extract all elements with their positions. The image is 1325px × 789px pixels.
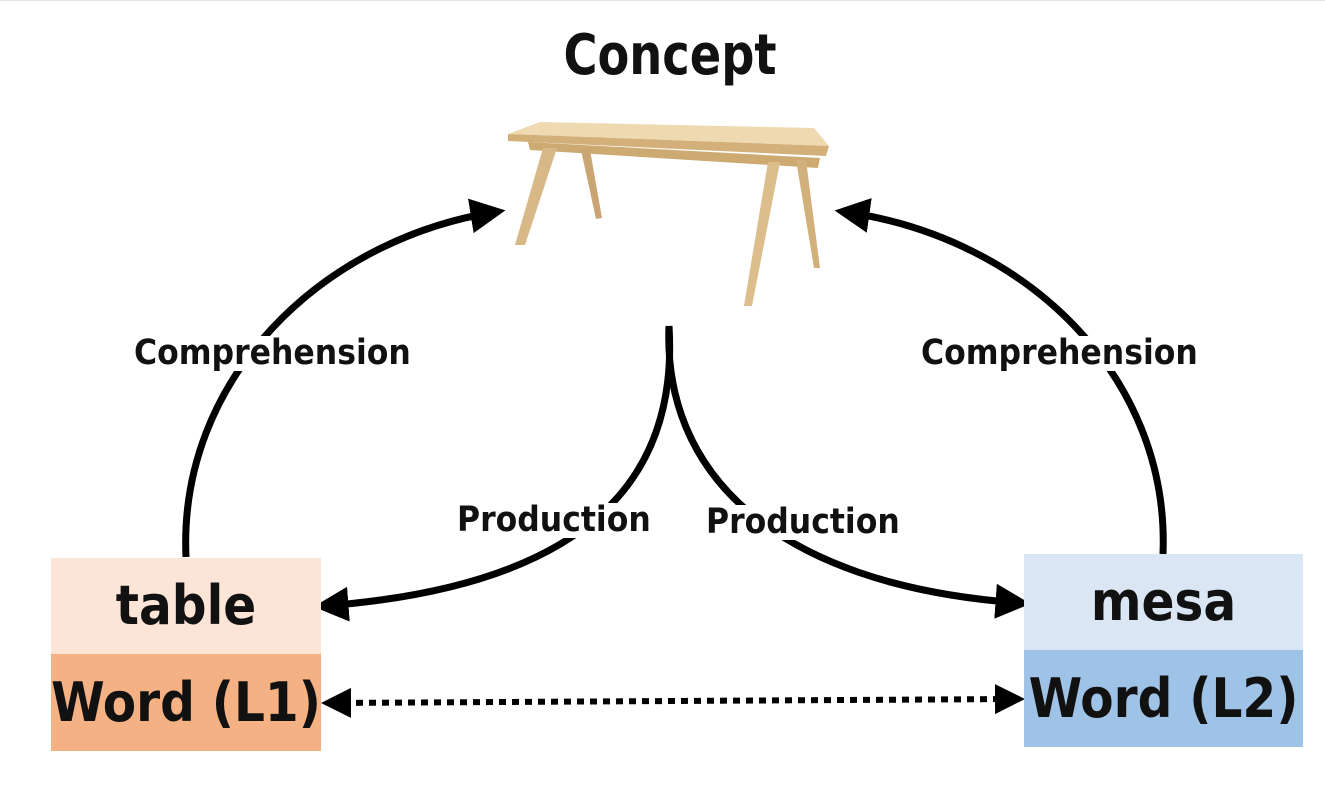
comprehension-arrow-left: [182, 198, 506, 558]
concept-title: Concept: [563, 23, 777, 88]
l1-word-box: table: [51, 558, 321, 654]
production-label-right: Production: [706, 502, 900, 542]
translation-link-arrow: [321, 684, 1025, 718]
production-label-left: Production: [457, 500, 651, 540]
l2-word-box: mesa: [1024, 554, 1303, 650]
comprehension-label-left: Comprehension: [134, 333, 411, 373]
l2-language-box: Word (L2): [1024, 650, 1303, 747]
comprehension-label-right: Comprehension: [921, 333, 1198, 373]
top-border: [0, 0, 1325, 1]
comprehension-arrow-right: [834, 198, 1167, 555]
wooden-table-icon: [508, 122, 829, 306]
l1-language-box: Word (L1): [51, 654, 321, 751]
